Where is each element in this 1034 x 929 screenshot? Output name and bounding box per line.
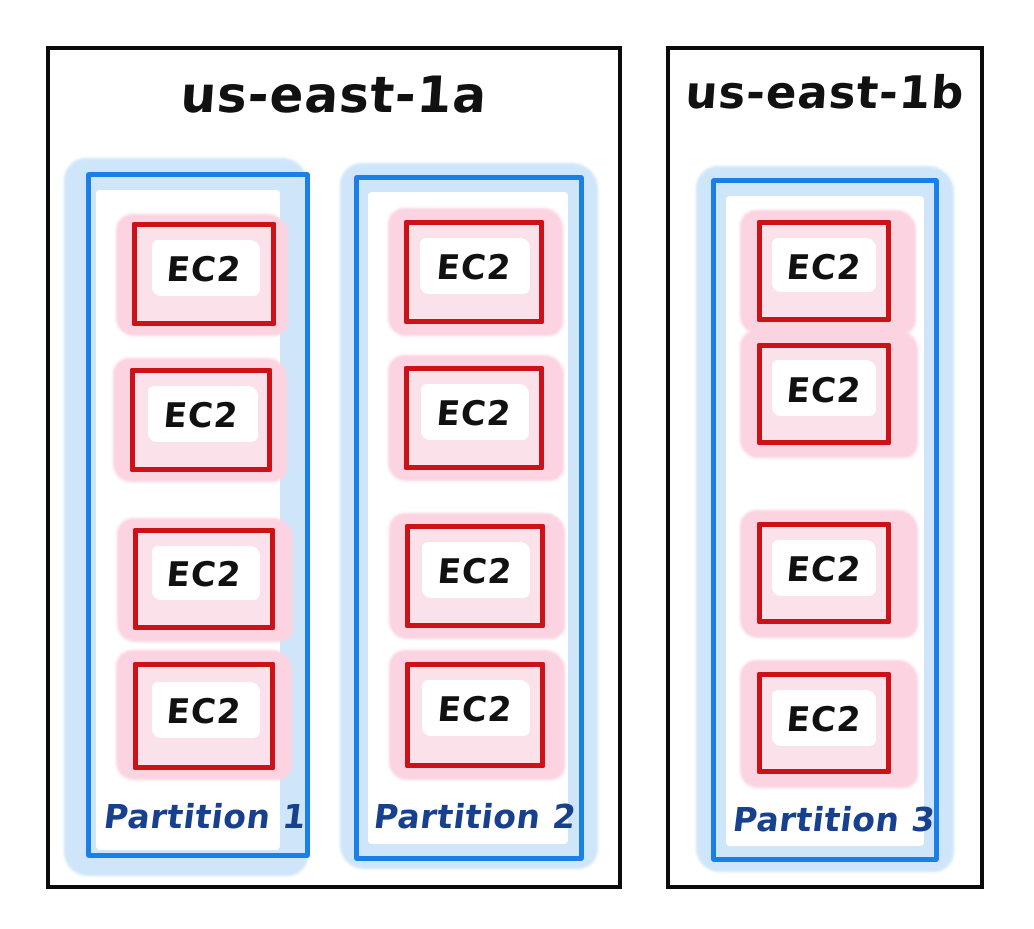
ec2-text-backdrop bbox=[152, 240, 260, 296]
ec2-label: EC2 bbox=[784, 371, 864, 411]
ec2-text-backdrop bbox=[148, 386, 258, 442]
ec2-label: EC2 bbox=[164, 250, 244, 290]
ec2-label: EC2 bbox=[434, 394, 514, 434]
ec2-label: EC2 bbox=[784, 550, 864, 590]
ec2-label: EC2 bbox=[435, 552, 515, 592]
ec2-text-backdrop bbox=[421, 384, 529, 440]
ec2-label: EC2 bbox=[164, 555, 244, 595]
ec2-text-backdrop bbox=[422, 542, 530, 598]
ec2-text-backdrop bbox=[152, 682, 260, 738]
availability-zone-title: us-east-1b bbox=[683, 66, 967, 119]
ec2-label: EC2 bbox=[434, 248, 514, 288]
ec2-label: EC2 bbox=[784, 700, 864, 740]
ec2-label: EC2 bbox=[435, 690, 515, 730]
partition-frame bbox=[711, 178, 939, 862]
ec2-text-backdrop bbox=[152, 546, 260, 600]
ec2-text-backdrop bbox=[772, 690, 876, 746]
ec2-text-backdrop bbox=[772, 238, 876, 292]
ec2-text-backdrop bbox=[772, 540, 876, 596]
ec2-text-backdrop bbox=[772, 360, 876, 416]
partition-label: Partition 3 bbox=[730, 800, 938, 839]
partition-frame bbox=[354, 175, 584, 861]
ec2-label: EC2 bbox=[784, 248, 864, 288]
availability-zone-title: us-east-1a bbox=[178, 66, 490, 124]
partition-label: Partition 1 bbox=[101, 797, 309, 836]
partition-frame bbox=[86, 172, 310, 858]
ec2-label: EC2 bbox=[161, 396, 241, 436]
ec2-text-backdrop bbox=[422, 680, 530, 736]
ec2-label: EC2 bbox=[164, 692, 244, 732]
partition-label: Partition 2 bbox=[371, 797, 579, 836]
ec2-text-backdrop bbox=[420, 238, 530, 294]
